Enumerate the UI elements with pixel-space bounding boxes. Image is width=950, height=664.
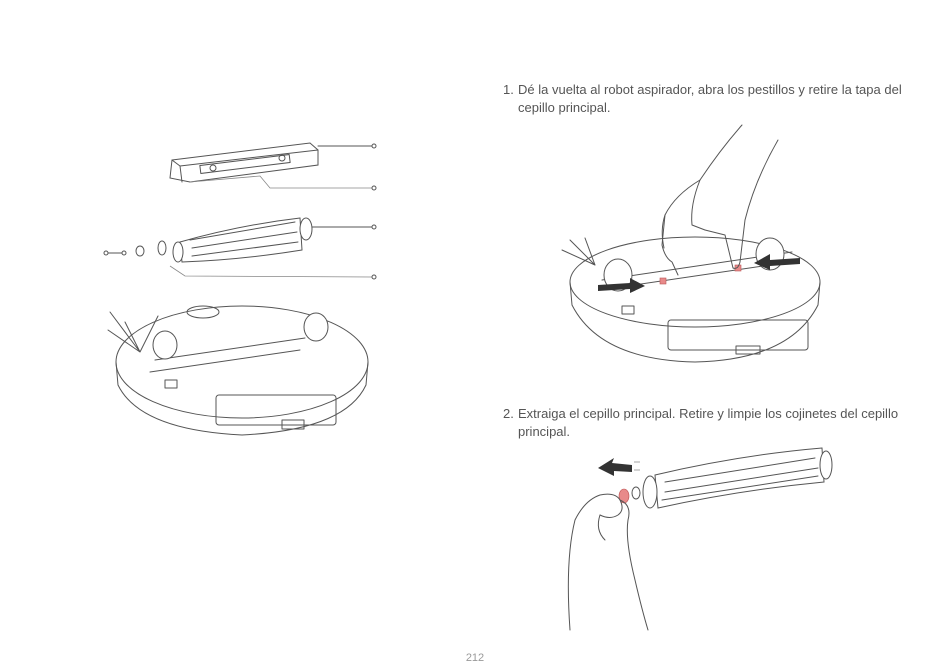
page-number: 212: [0, 652, 950, 664]
pull-arrow-icon: [598, 458, 632, 476]
